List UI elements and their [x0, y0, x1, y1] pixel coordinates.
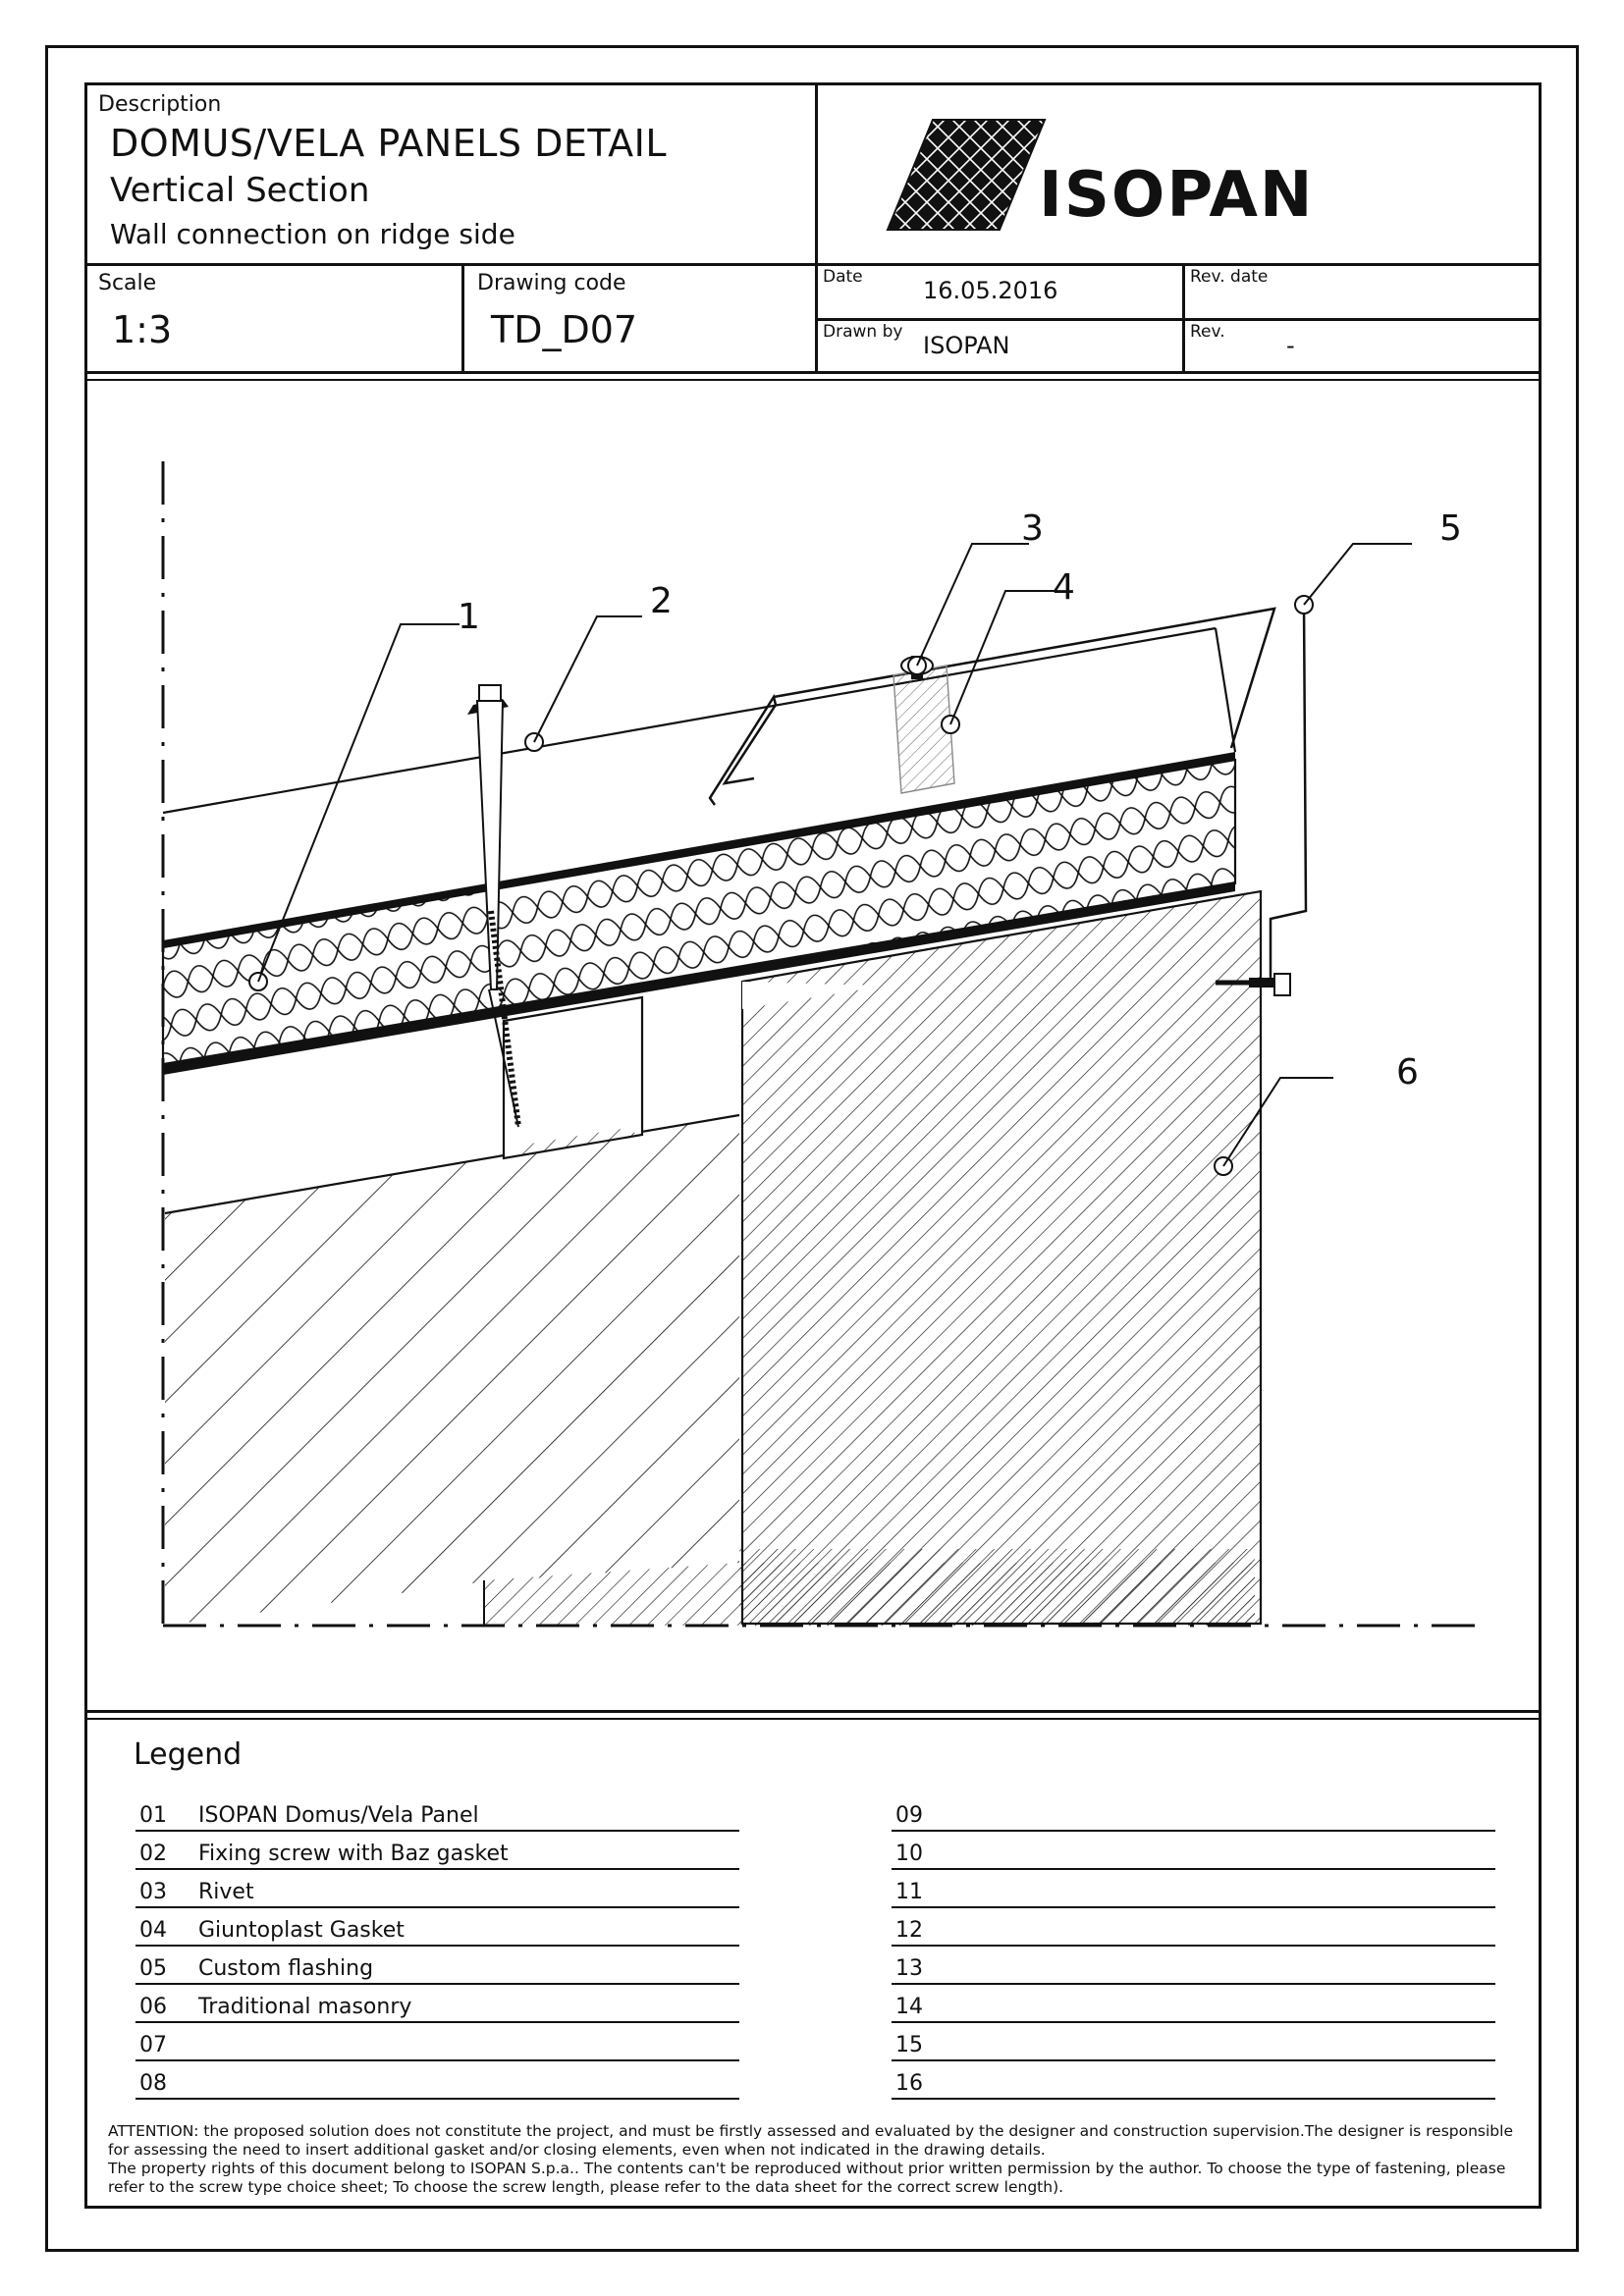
- drawing-subtitle-2: Wall connection on ridge side: [110, 218, 515, 250]
- legend-row: 07: [135, 2022, 739, 2061]
- legend-row: 15: [892, 2022, 1495, 2061]
- legend-row: 11: [892, 1869, 1495, 1908]
- rev-value: -: [1286, 332, 1295, 359]
- isopan-logo-text: ISOPAN: [1039, 159, 1315, 232]
- legend-row: 14: [892, 1984, 1495, 2023]
- legend-title: Legend: [134, 1737, 243, 1772]
- title-divider-vertical: [815, 84, 818, 371]
- callout-2: 2: [650, 581, 673, 621]
- legend-row: 08: [135, 2060, 739, 2100]
- callout-5: 5: [1439, 508, 1462, 549]
- attention-paragraph-2: The property rights of this document bel…: [108, 2160, 1506, 2196]
- callout-4: 4: [1053, 567, 1075, 608]
- sheet-inner-border: [84, 82, 1542, 2209]
- drawing-subtitle: Vertical Section: [110, 171, 370, 210]
- drawn-by-label: Drawn by: [823, 322, 903, 342]
- legend-area-top: [86, 1718, 1540, 1720]
- scale-label: Scale: [98, 271, 157, 295]
- callout-1: 1: [458, 597, 480, 637]
- title-divider-row1: [86, 263, 1540, 266]
- attention-note: ATTENTION: the proposed solution does no…: [108, 2122, 1522, 2197]
- drawing-area-bottom: [86, 1710, 1540, 1713]
- description-label: Description: [98, 92, 222, 117]
- date-rev-divider: [1182, 263, 1185, 371]
- drawn-by-value: ISOPAN: [923, 332, 1010, 359]
- date-label: Date: [823, 267, 863, 287]
- legend-row: 10: [892, 1831, 1495, 1870]
- vertical-section-drawing: [161, 461, 1481, 1628]
- drawing-area-top: [86, 379, 1540, 381]
- rev-label: Rev.: [1190, 322, 1225, 342]
- legend-row: 13: [892, 1946, 1495, 1985]
- drawing-code-label: Drawing code: [477, 271, 626, 295]
- rev-date-label: Rev. date: [1190, 267, 1269, 287]
- isopan-logo-mark: [886, 119, 1047, 231]
- title-block-bottom: [86, 371, 1540, 374]
- date-drawn-divider: [817, 318, 1540, 321]
- legend-row: 16: [892, 2060, 1495, 2100]
- legend-row: 12: [892, 1907, 1495, 1947]
- drawing-title: DOMUS/VELA PANELS DETAIL: [110, 122, 668, 165]
- date-value: 16.05.2016: [923, 277, 1058, 304]
- sheet-outer-border: [45, 45, 1579, 2252]
- scale-value: 1:3: [112, 308, 173, 351]
- scale-code-divider: [461, 263, 464, 371]
- attention-paragraph-1: ATTENTION: the proposed solution does no…: [108, 2122, 1513, 2159]
- legend-row: 09: [892, 1792, 1495, 1832]
- callout-3: 3: [1021, 508, 1044, 549]
- callout-6: 6: [1396, 1052, 1419, 1093]
- drawing-code-value: TD_D07: [491, 308, 638, 351]
